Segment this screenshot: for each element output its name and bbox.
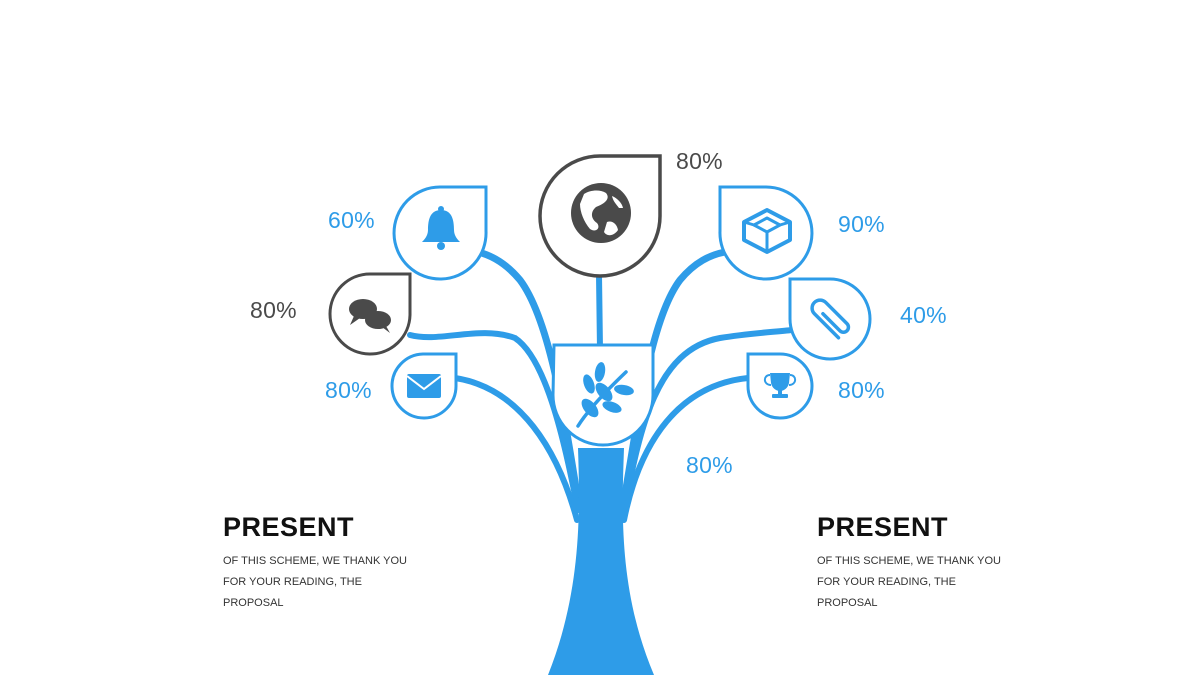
branch-clip bbox=[621, 327, 795, 513]
tree-branches bbox=[407, 248, 795, 523]
node-trophy bbox=[746, 352, 814, 420]
node-chat bbox=[328, 272, 412, 356]
right-body-line: OF THIS SCHEME, WE THANK YOU bbox=[817, 555, 1001, 567]
node-globe bbox=[538, 154, 662, 278]
node-bell bbox=[392, 185, 488, 281]
chat-bubbles-icon bbox=[349, 299, 391, 333]
cube-icon bbox=[742, 208, 792, 254]
leaf-percent: 80% bbox=[686, 452, 733, 478]
right-body-line: FOR YOUR READING, THE bbox=[817, 576, 956, 588]
cube-percent: 90% bbox=[838, 211, 885, 237]
envelope-icon bbox=[406, 374, 442, 398]
paperclip-icon bbox=[810, 298, 851, 340]
branch-globe bbox=[596, 272, 603, 353]
node-center bbox=[551, 343, 655, 447]
bell-percent: 60% bbox=[328, 207, 375, 233]
left-body-line: FOR YOUR READING, THE bbox=[223, 576, 362, 588]
right-body-line: PROPOSAL bbox=[817, 597, 878, 609]
left-body-line: OF THIS SCHEME, WE THANK YOU bbox=[223, 555, 407, 567]
globe-percent: 80% bbox=[676, 148, 723, 174]
branch-chat bbox=[407, 330, 581, 513]
branch-mail bbox=[452, 375, 580, 523]
node-cube bbox=[718, 185, 814, 281]
mail-percent: 80% bbox=[325, 377, 372, 403]
left-body-line: PROPOSAL bbox=[223, 597, 284, 609]
trophy-icon bbox=[763, 373, 797, 398]
node-mail bbox=[390, 352, 458, 420]
node-clip bbox=[788, 277, 872, 361]
tree-trunk bbox=[548, 448, 654, 675]
globe-icon bbox=[571, 183, 631, 243]
leaf-icon bbox=[576, 362, 634, 428]
clip-percent: 40% bbox=[900, 302, 947, 328]
branch-bell bbox=[474, 248, 582, 504]
right-body: OF THIS SCHEME, WE THANK YOU FOR YOUR RE… bbox=[817, 551, 1002, 614]
left-heading: PRESENT bbox=[223, 512, 355, 542]
trophy-percent: 80% bbox=[838, 377, 885, 403]
chat-percent: 80% bbox=[250, 297, 297, 323]
branch-trophy bbox=[621, 375, 751, 523]
bell-icon bbox=[422, 206, 460, 250]
right-heading: PRESENT bbox=[817, 512, 949, 542]
left-body: OF THIS SCHEME, WE THANK YOU FOR YOUR RE… bbox=[223, 551, 408, 614]
branch-cube bbox=[620, 248, 729, 504]
